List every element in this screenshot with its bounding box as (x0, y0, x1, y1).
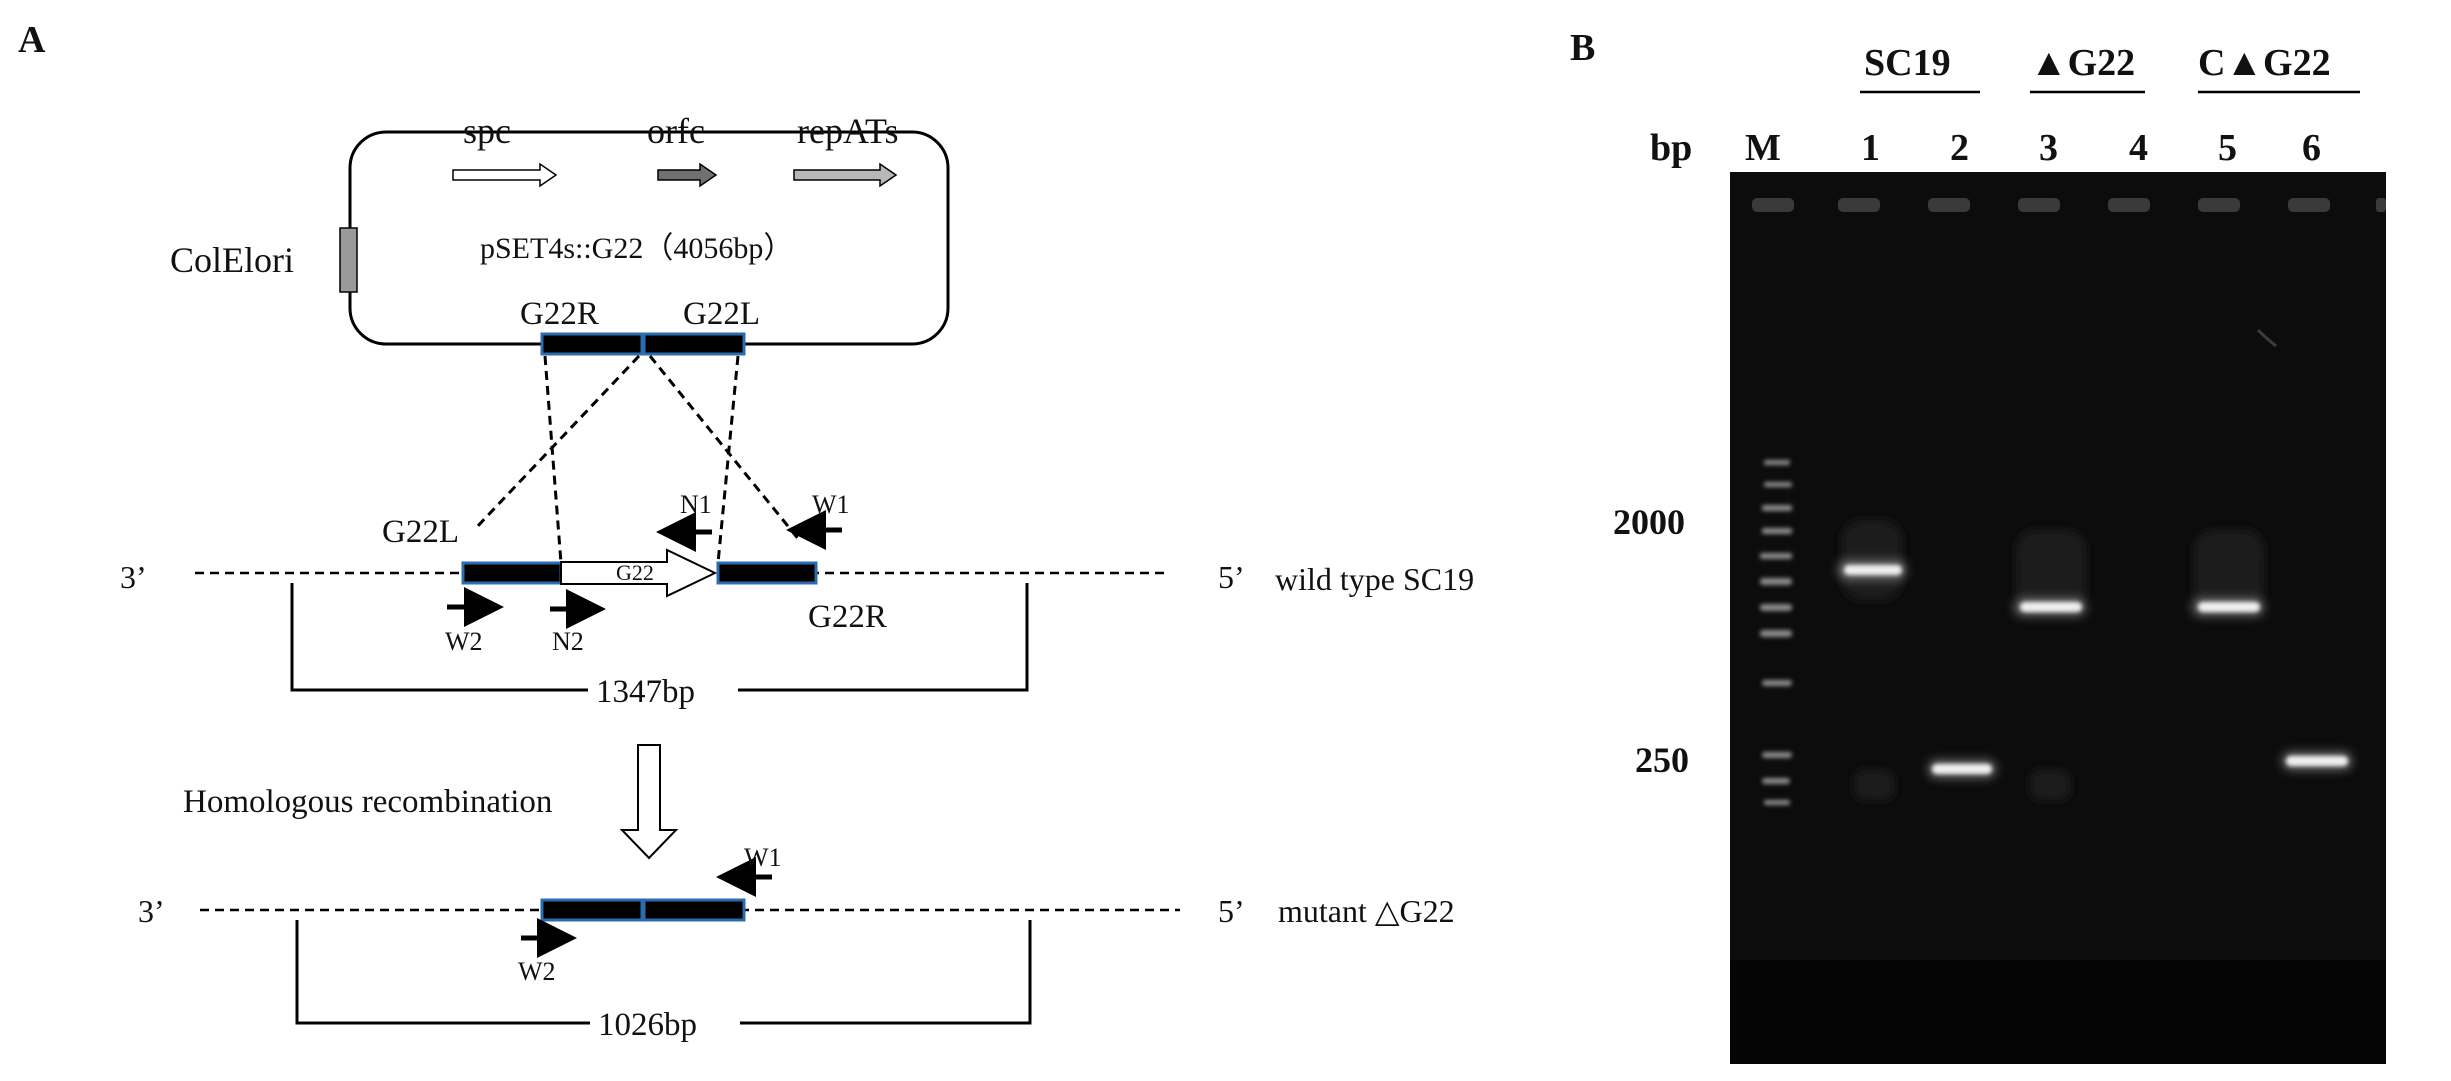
gel-background (1730, 172, 2386, 1064)
band-lane-6 (2286, 756, 2348, 766)
wt-strain-label: wild type SC19 (1275, 561, 1474, 597)
marker-ladder (1760, 460, 1792, 805)
mut-strain-label: mutant △G22 (1278, 893, 1455, 929)
panel-a-label: A (18, 19, 46, 61)
group-label-cdg22: C▲G22 (2198, 42, 2331, 84)
colelori-label: ColElori (170, 240, 294, 280)
wt-amplicon-size: 1347bp (596, 674, 695, 710)
recombination-step: Homologous recombination (183, 744, 679, 860)
spc-gene-arrow (452, 162, 558, 188)
plasmid-g22r-label: G22R (520, 296, 599, 332)
w1-primer-label-mut: W1 (744, 843, 782, 872)
band-lane-2 (1932, 764, 1992, 774)
mut-3prime-label: 3’ (138, 893, 165, 929)
wt-g22r-arm (716, 561, 818, 585)
mut-g22r-arm (540, 898, 644, 922)
recombination-arrow (619, 744, 679, 860)
sample-bands (1844, 565, 2348, 774)
mut-g22l-arm (642, 898, 746, 922)
recombination-label: Homologous recombination (183, 784, 552, 820)
lane-label-2: 2 (1950, 127, 1969, 169)
gel-bottom-shade (1730, 960, 2386, 1064)
n2-primer-label: N2 (552, 627, 584, 656)
panel-b: B SC19 ▲G22 C▲G22 bp M 1 2 3 4 5 6 2000 … (1570, 27, 2386, 1064)
g22-gene-label: G22 (616, 560, 654, 585)
group-label-sc19: SC19 (1864, 42, 1951, 84)
wt-amplicon-label-bg (588, 670, 738, 710)
band-lane-5 (2198, 602, 2260, 612)
band-lane-3 (2020, 602, 2082, 612)
panel-b-label: B (1570, 27, 1595, 69)
plasmid-g22r-arm (540, 332, 644, 356)
plasmid-name: pSET4s::G22（4056bp） (480, 232, 793, 265)
colelori-box (339, 227, 358, 293)
unit-label: bp (1650, 127, 1692, 169)
plasmid-map: spc orfc repATs ColElori pSET4s::G22（405… (170, 111, 950, 356)
wt-3prime-label: 3’ (120, 559, 147, 595)
mut-amplicon-label-bg (590, 1003, 740, 1043)
orfc-gene-arrow (657, 162, 718, 188)
gel-wells (1752, 198, 2386, 212)
band-lane-1 (1844, 565, 1902, 575)
lane-label-6: 6 (2302, 127, 2321, 169)
wt-g22l-label: G22L (382, 514, 459, 550)
plasmid-g22l-label: G22L (683, 296, 760, 332)
repats-label: repATs (797, 111, 898, 151)
lane-label-m: M (1745, 127, 1781, 169)
plasmid-g22l-arm (642, 332, 746, 356)
wt-5prime-label: 5’ (1218, 559, 1245, 595)
spc-label: spc (463, 111, 511, 151)
lane-label-1: 1 (1861, 127, 1880, 169)
group-label-dg22: ▲G22 (2030, 42, 2135, 84)
gel-scratch (2256, 328, 2277, 348)
mut-amplicon-size: 1026bp (598, 1007, 697, 1043)
panel-a: A spc orfc repATs ColElori pSET4s::G22（4… (18, 19, 1474, 1043)
marker-label-250: 250 (1635, 740, 1689, 780)
repats-gene-arrow (793, 162, 898, 188)
lane-label-3: 3 (2039, 127, 2058, 169)
wt-g22r-label: G22R (808, 599, 887, 635)
lane-label-4: 4 (2129, 127, 2148, 169)
n1-primer-label: N1 (680, 490, 712, 519)
w2-primer-label-wt: W2 (445, 627, 483, 656)
w2-primer-label-mut: W2 (518, 957, 556, 986)
orfc-label: orfc (647, 111, 705, 151)
gel-image (1730, 172, 2386, 1064)
wt-g22l-arm (461, 561, 563, 585)
wild-type-locus: 3’ 5’ wild type SC19 G22 G22L G22R N1 W1… (120, 490, 1474, 710)
lane-label-5: 5 (2218, 127, 2237, 169)
mut-5prime-label: 5’ (1218, 893, 1245, 929)
w1-primer-label-wt: W1 (812, 490, 850, 519)
g22-gene-arrow (560, 548, 718, 598)
marker-label-2000: 2000 (1613, 502, 1685, 542)
crossover-lines (472, 354, 802, 564)
mutant-locus: 3’ 5’ mutant △G22 W1 W2 1026bp (138, 843, 1455, 1043)
